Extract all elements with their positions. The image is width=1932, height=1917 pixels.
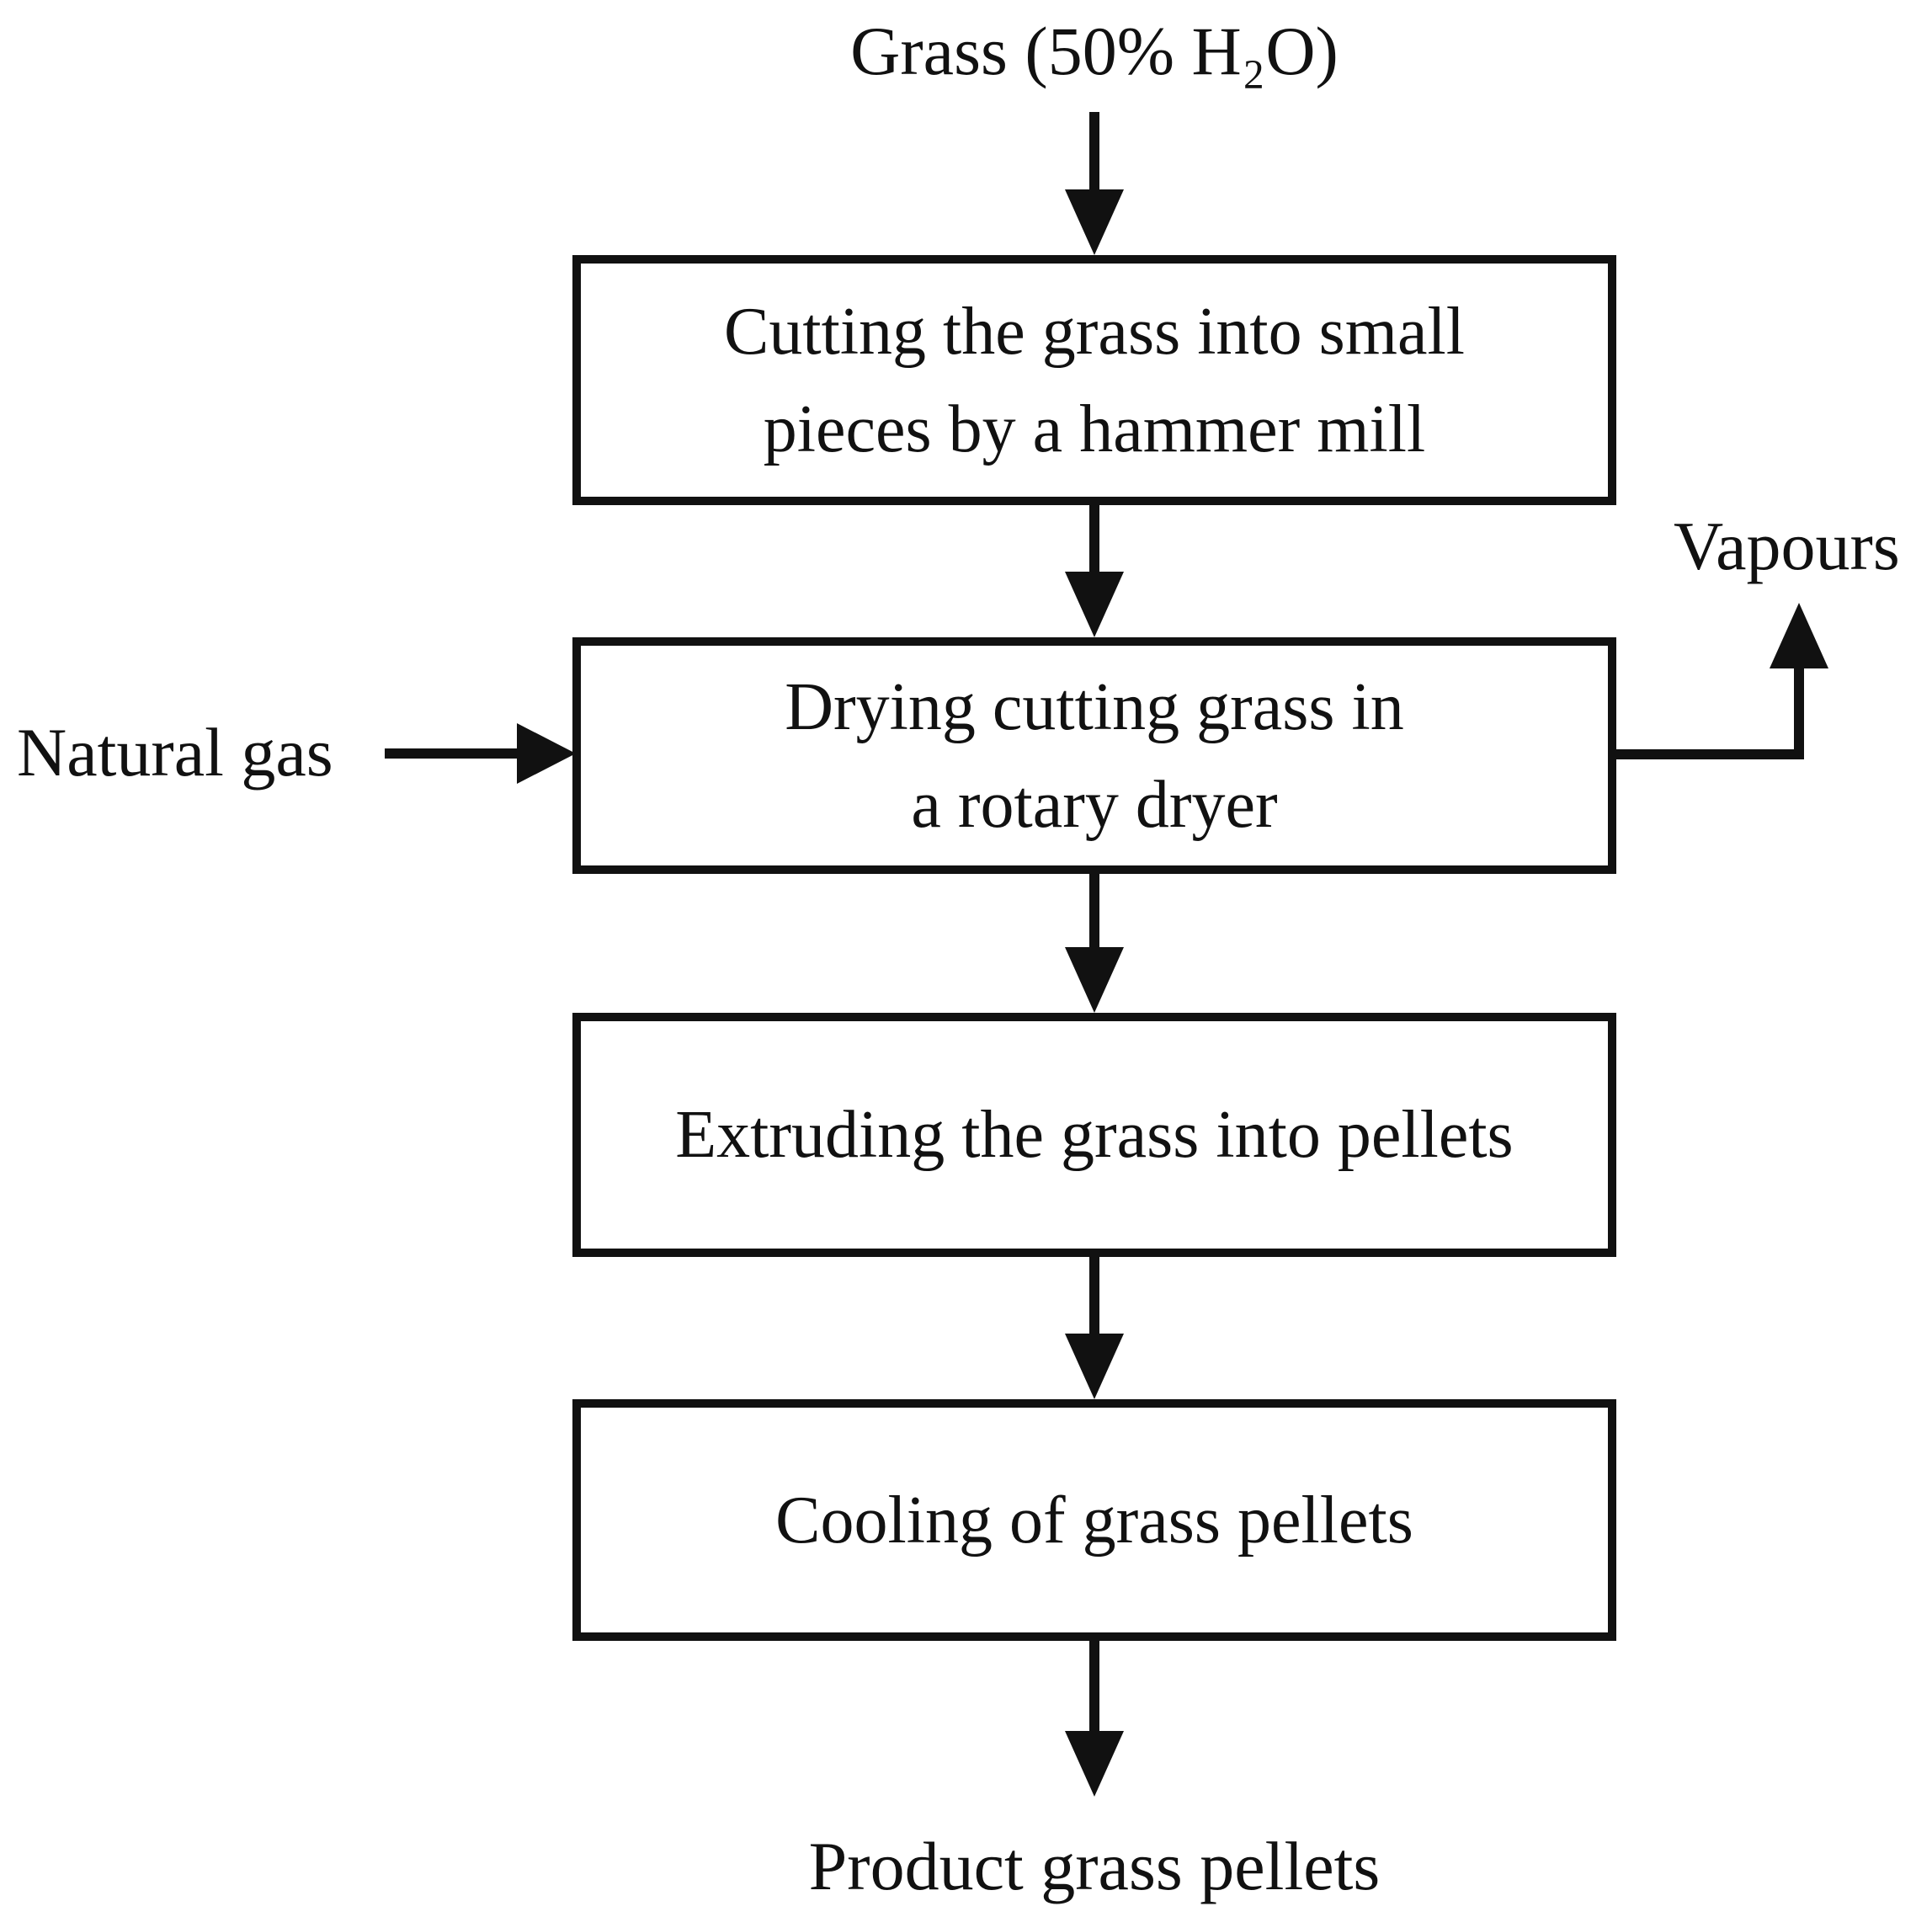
- grass-input-label: Grass (50% H₂O): [850, 13, 1339, 89]
- process-box-cutting: Cutting the grass into small pieces by a…: [572, 255, 1616, 505]
- natural-gas-label: Natural gas: [17, 714, 333, 791]
- arrowhead-down-icon: [1065, 1731, 1124, 1797]
- vapours-label: Vapours: [1674, 508, 1900, 584]
- arrow-cutting-to-drying: [1065, 505, 1124, 637]
- arrow-shaft: [385, 748, 524, 759]
- arrow-grass-to-cutting: [1065, 112, 1124, 255]
- process-box-cooling-label: Cooling of grass pellets: [775, 1483, 1413, 1558]
- vapours-arrow-vertical-shaft: [1794, 663, 1804, 759]
- vapours-arrow-horizontal-shaft: [1610, 749, 1804, 759]
- arrowhead-down-icon: [1065, 572, 1124, 637]
- arrow-cooling-to-product: [1065, 1641, 1124, 1797]
- arrow-shaft: [1089, 112, 1099, 196]
- process-box-drying: Drying cutting grass in a rotary dryer: [572, 637, 1616, 874]
- arrow-drying-to-extruding: [1065, 874, 1124, 1013]
- arrow-shaft: [1089, 874, 1099, 954]
- arrowhead-up-icon: [1770, 603, 1828, 668]
- arrow-shaft: [1089, 1641, 1099, 1738]
- arrowhead-down-icon: [1065, 947, 1124, 1013]
- arrow-extruding-to-cooling: [1065, 1257, 1124, 1399]
- arrow-shaft: [1089, 1257, 1099, 1340]
- arrowhead-down-icon: [1065, 189, 1124, 255]
- process-box-extruding-label: Extruding the grass into pellets: [675, 1098, 1514, 1172]
- arrowhead-down-icon: [1065, 1334, 1124, 1399]
- process-box-drying-label: Drying cutting grass in a rotary dryer: [785, 669, 1404, 842]
- process-box-cooling: Cooling of grass pellets: [572, 1399, 1616, 1641]
- arrow-shaft: [1089, 505, 1099, 578]
- product-output-label: Product grass pellets: [808, 1828, 1381, 1904]
- arrow-natural-gas-to-drying: [385, 723, 576, 784]
- arrowhead-right-icon: [517, 723, 576, 784]
- process-box-cutting-label: Cutting the grass into small pieces by a…: [724, 294, 1465, 466]
- process-box-extruding: Extruding the grass into pellets: [572, 1013, 1616, 1257]
